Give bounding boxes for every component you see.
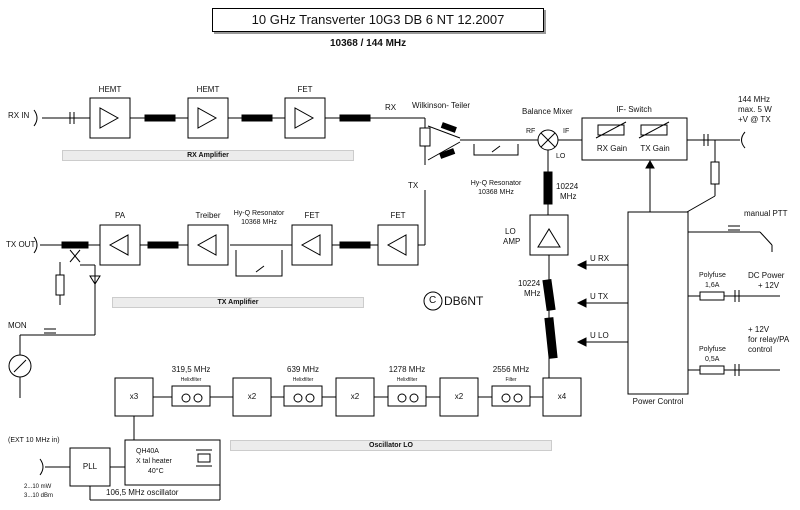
- if-tx-gain-label: TX Gain: [640, 144, 670, 153]
- power-control-title: Power Control: [632, 397, 684, 406]
- f2-label: 639 MHz: [286, 365, 320, 374]
- rx-stage2-label: HEMT: [196, 85, 220, 94]
- if-port-line3: +V @ TX: [738, 115, 771, 124]
- lo-feed2-line2: MHz: [524, 289, 541, 298]
- tx-fet1-label: FET: [304, 211, 320, 220]
- tx-amplifier-band: TX Amplifier: [112, 297, 364, 308]
- polyfuse2-line1: Polyfuse: [699, 346, 726, 353]
- crystal-line3: 40°C: [148, 468, 164, 475]
- lo-amp-box: [529, 214, 569, 256]
- osc-x2c-box: [439, 377, 479, 417]
- osc-x2b-box: [335, 377, 375, 417]
- tx-fet2-box: [377, 224, 419, 266]
- relay-line2: for relay/PA: [748, 335, 790, 344]
- mixer-rf-label: RF: [526, 128, 536, 135]
- x4-label: x4: [557, 392, 567, 401]
- if-port-line2: max. 5 W: [738, 105, 772, 114]
- x2a-label: x2: [247, 392, 257, 401]
- filter1-label: Helixfilter: [180, 377, 202, 383]
- mon-label: MON: [8, 321, 27, 330]
- ptt-label: manual PTT: [744, 209, 788, 218]
- crystal-line1: QH40A: [136, 448, 159, 455]
- wilkinson-label: Wilkinson- Teiler: [412, 101, 471, 110]
- filter2-label: Helixfilter: [292, 377, 314, 383]
- if-switch-title: IF- Switch: [616, 105, 652, 114]
- crystal-line2: X tal heater: [136, 458, 172, 465]
- if-rx-gain-label: RX Gain: [596, 144, 628, 153]
- tx-tap-label: TX: [408, 181, 419, 190]
- copyright-circle: [423, 291, 443, 311]
- relay-line3: control: [748, 345, 773, 354]
- lo-feed-line2: MHz: [560, 192, 577, 201]
- rx-amplifier-band: RX Amplifier: [62, 150, 354, 161]
- tx-hyq-line1: Hy-Q Resonator: [233, 210, 285, 217]
- copyright-c: C: [429, 295, 437, 306]
- power-control-box: [627, 211, 689, 395]
- f1-label: 319,5 MHz: [171, 365, 211, 374]
- dc-line2: + 12V: [758, 281, 780, 290]
- x2b-label: x2: [350, 392, 360, 401]
- diagram-title: 10 GHz Transverter 10G3 DB 6 NT 12.2007: [212, 8, 544, 32]
- tx-hyq-line2: 10368 MHz: [241, 219, 277, 226]
- x2c-label: x2: [454, 392, 464, 401]
- f3-label: 1278 MHz: [388, 365, 426, 374]
- lo-amp-line1: LO: [505, 227, 516, 236]
- ext-in-label: (EXT 10 MHz in): [8, 437, 60, 444]
- if-port-line1: 144 MHz: [738, 95, 771, 104]
- mixer-title: Balance Mixer: [522, 107, 573, 116]
- tx-fet2-label: FET: [390, 211, 406, 220]
- rx-stage3-label: FET: [297, 85, 313, 94]
- mixer-lo-label: LO: [556, 153, 566, 160]
- rx-tap-label: RX: [385, 103, 397, 112]
- diagram-subtitle: 10368 / 144 MHz: [330, 38, 407, 49]
- rx-hemt1-box: [89, 97, 131, 139]
- x3-label: x3: [129, 392, 139, 401]
- copyright-label: DB6NT: [444, 294, 484, 308]
- rx-in-connector: [33, 109, 38, 127]
- polyfuse1-line1: Polyfuse: [699, 272, 726, 279]
- u-tx-label: U TX: [590, 292, 609, 301]
- rx-fet-box: [284, 97, 326, 139]
- rx-hemt1-triangle: [99, 107, 120, 129]
- hyq-rx-line2: 10368 MHz: [478, 189, 514, 196]
- if-switch-box: [581, 117, 688, 161]
- filter4-label: Filter: [505, 377, 517, 383]
- level1-label: 2...10 mW: [24, 484, 52, 490]
- pll-box: [69, 447, 111, 487]
- polyfuse2-line2: 0,5A: [705, 356, 720, 363]
- tx-pa-label: PA: [114, 211, 126, 220]
- tx-fet1-box: [291, 224, 333, 266]
- osc-x4-box: [542, 377, 582, 417]
- level2-label: 3...10 dBm: [24, 493, 54, 499]
- tx-pa-box: [99, 224, 141, 266]
- lo-feed2-line1: 10224: [518, 279, 541, 288]
- rx-hemt2-box: [187, 97, 229, 139]
- tx-driver-box: [187, 224, 229, 266]
- osc-lo-band: Oscillator LO: [230, 440, 552, 451]
- lo-feed-line1: 10224: [556, 182, 579, 191]
- u-lo-label: U LO: [590, 331, 609, 340]
- hyq-rx-line1: Hy-Q Resonator: [470, 180, 522, 187]
- rx-in-label: RX IN: [8, 111, 30, 120]
- filter3-label: Helixfilter: [396, 377, 418, 383]
- lo-amp-line2: AMP: [503, 237, 521, 246]
- tx-out-label: TX OUT: [6, 240, 36, 249]
- tx-driver-label: Treiber: [195, 211, 221, 220]
- f4-label: 2556 MHz: [492, 365, 530, 374]
- dc-line1: DC Power: [748, 271, 785, 280]
- u-rx-label: U RX: [590, 254, 610, 263]
- mixer-if-label: IF: [563, 128, 570, 135]
- relay-line1: + 12V: [748, 325, 770, 334]
- rx-stage1-label: HEMT: [98, 85, 122, 94]
- osc-label: 106,5 MHz oscillator: [106, 488, 179, 497]
- pll-label: PLL: [82, 462, 98, 471]
- polyfuse1-line2: 1,6A: [705, 282, 720, 289]
